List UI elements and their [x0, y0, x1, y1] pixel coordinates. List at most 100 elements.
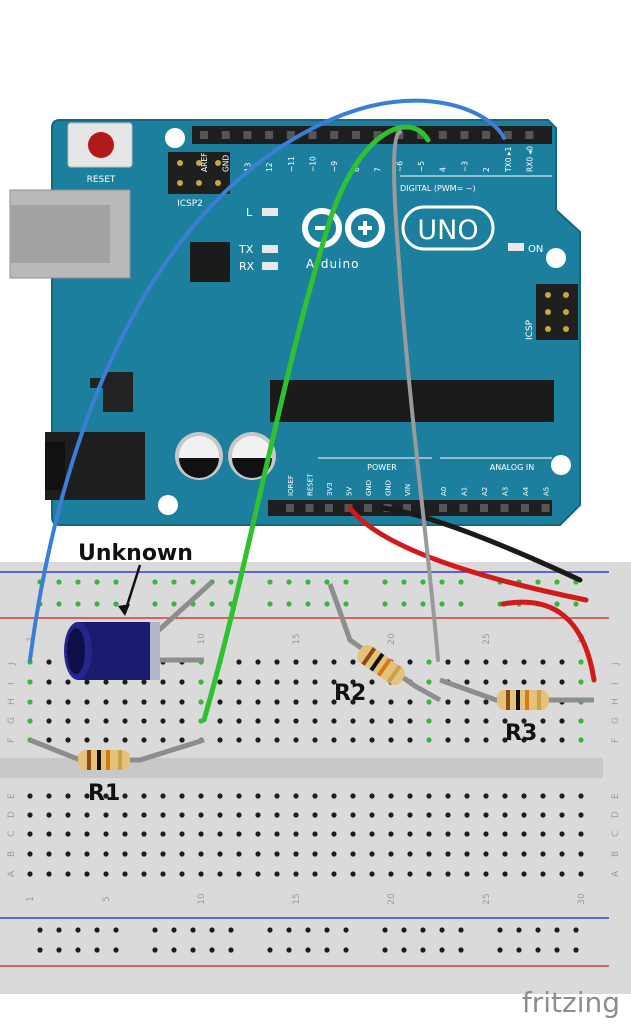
breadboard-hole — [540, 831, 546, 837]
breadboard-hole — [502, 737, 508, 743]
breadboard-hole — [331, 812, 337, 818]
breadboard-hole — [388, 812, 394, 818]
breadboard-hole — [198, 851, 204, 857]
breadboard-hole — [521, 737, 527, 743]
row-letter: B — [7, 851, 17, 857]
breadboard-hole — [267, 927, 273, 933]
row-letter: C — [611, 831, 621, 837]
reset-button[interactable] — [67, 122, 133, 168]
breadboard-hole — [554, 947, 560, 953]
breadboard-hole — [56, 579, 62, 585]
board-capacitor — [175, 432, 223, 480]
r2-label: R2 — [334, 681, 366, 706]
breadboard-hole — [171, 927, 177, 933]
breadboard-hole — [160, 737, 166, 743]
column-number: 25 — [482, 633, 492, 644]
row-letter: F — [611, 738, 621, 743]
breadboard-hole — [350, 871, 356, 877]
header-pin — [503, 131, 512, 139]
analog-label: ANALOG IN — [490, 463, 535, 472]
breadboard-hole — [122, 679, 128, 685]
breadboard-hole — [426, 718, 432, 724]
header-pin — [525, 131, 534, 139]
breadboard-hole — [267, 579, 273, 585]
breadboard-hole — [521, 851, 527, 857]
breadboard-hole — [445, 737, 451, 743]
breadboard-hole — [255, 659, 261, 665]
breadboard-hole — [27, 718, 33, 724]
pin-label: ~5 — [417, 161, 426, 172]
breadboard-hole — [464, 679, 470, 685]
breadboard-hole — [293, 831, 299, 837]
header-pin — [403, 504, 411, 512]
breadboard-hole — [179, 718, 185, 724]
row-letter: J — [7, 662, 17, 666]
breadboard-hole — [535, 947, 541, 953]
voltage-regulator — [103, 372, 133, 412]
breadboard-hole — [407, 793, 413, 799]
breadboard-hole — [312, 812, 318, 818]
breadboard-hole — [350, 812, 356, 818]
breadboard-hole — [426, 699, 432, 705]
breadboard-hole — [122, 793, 128, 799]
breadboard-hole — [502, 679, 508, 685]
breadboard-hole — [483, 851, 489, 857]
breadboard-hole — [540, 812, 546, 818]
breadboard-hole — [198, 812, 204, 818]
wire-blue-pin2 — [28, 98, 506, 662]
breadboard-hole — [152, 927, 158, 933]
breadboard-hole — [483, 793, 489, 799]
breadboard-hole — [331, 793, 337, 799]
breadboard-hole — [141, 679, 147, 685]
breadboard-hole — [382, 601, 388, 607]
row-letter: E — [7, 793, 17, 799]
breadboard-hole — [312, 793, 318, 799]
breadboard-hole — [458, 601, 464, 607]
pin-label: RESET — [307, 473, 315, 496]
breadboard-hole — [27, 831, 33, 837]
pin-label: A0 — [440, 487, 448, 496]
breadboard-hole — [554, 601, 560, 607]
breadboard-hole — [521, 871, 527, 877]
breadboard-hole — [331, 831, 337, 837]
breadboard-hole — [445, 812, 451, 818]
breadboard-hole — [190, 927, 196, 933]
breadboard-hole — [65, 793, 71, 799]
breadboard-hole — [350, 737, 356, 743]
breadboard-hole — [559, 659, 565, 665]
breadboard-hole — [445, 718, 451, 724]
breadboard-hole — [198, 871, 204, 877]
breadboard-hole — [407, 699, 413, 705]
breadboard-hole — [305, 579, 311, 585]
header-pin — [438, 131, 447, 139]
breadboard-hole — [407, 718, 413, 724]
breadboard-hole — [483, 871, 489, 877]
breadboard-hole — [521, 812, 527, 818]
breadboard-hole — [350, 679, 356, 685]
breadboard-hole — [464, 871, 470, 877]
breadboard-hole — [84, 699, 90, 705]
breadboard-hole — [464, 793, 470, 799]
header-pin — [521, 504, 529, 512]
breadboard-hole — [324, 947, 330, 953]
breadboard-hole — [293, 793, 299, 799]
breadboard-hole — [331, 871, 337, 877]
breadboard-hole — [369, 851, 375, 857]
breadboard-hole — [502, 871, 508, 877]
breadboard-hole — [46, 793, 52, 799]
breadboard-hole — [103, 831, 109, 837]
breadboard-hole — [65, 718, 71, 724]
header-pin — [325, 504, 333, 512]
breadboard-hole — [350, 793, 356, 799]
breadboard-hole — [179, 679, 185, 685]
breadboard-hole — [483, 812, 489, 818]
breadboard-hole — [388, 831, 394, 837]
breadboard-hole — [502, 851, 508, 857]
resistor-r1 — [29, 737, 205, 770]
breadboard-hole — [502, 659, 508, 665]
breadboard-hole — [578, 718, 584, 724]
column-number: 15 — [292, 633, 302, 644]
breadboard-hole — [369, 871, 375, 877]
digital-header — [192, 126, 552, 144]
mounting-hole — [165, 128, 185, 148]
